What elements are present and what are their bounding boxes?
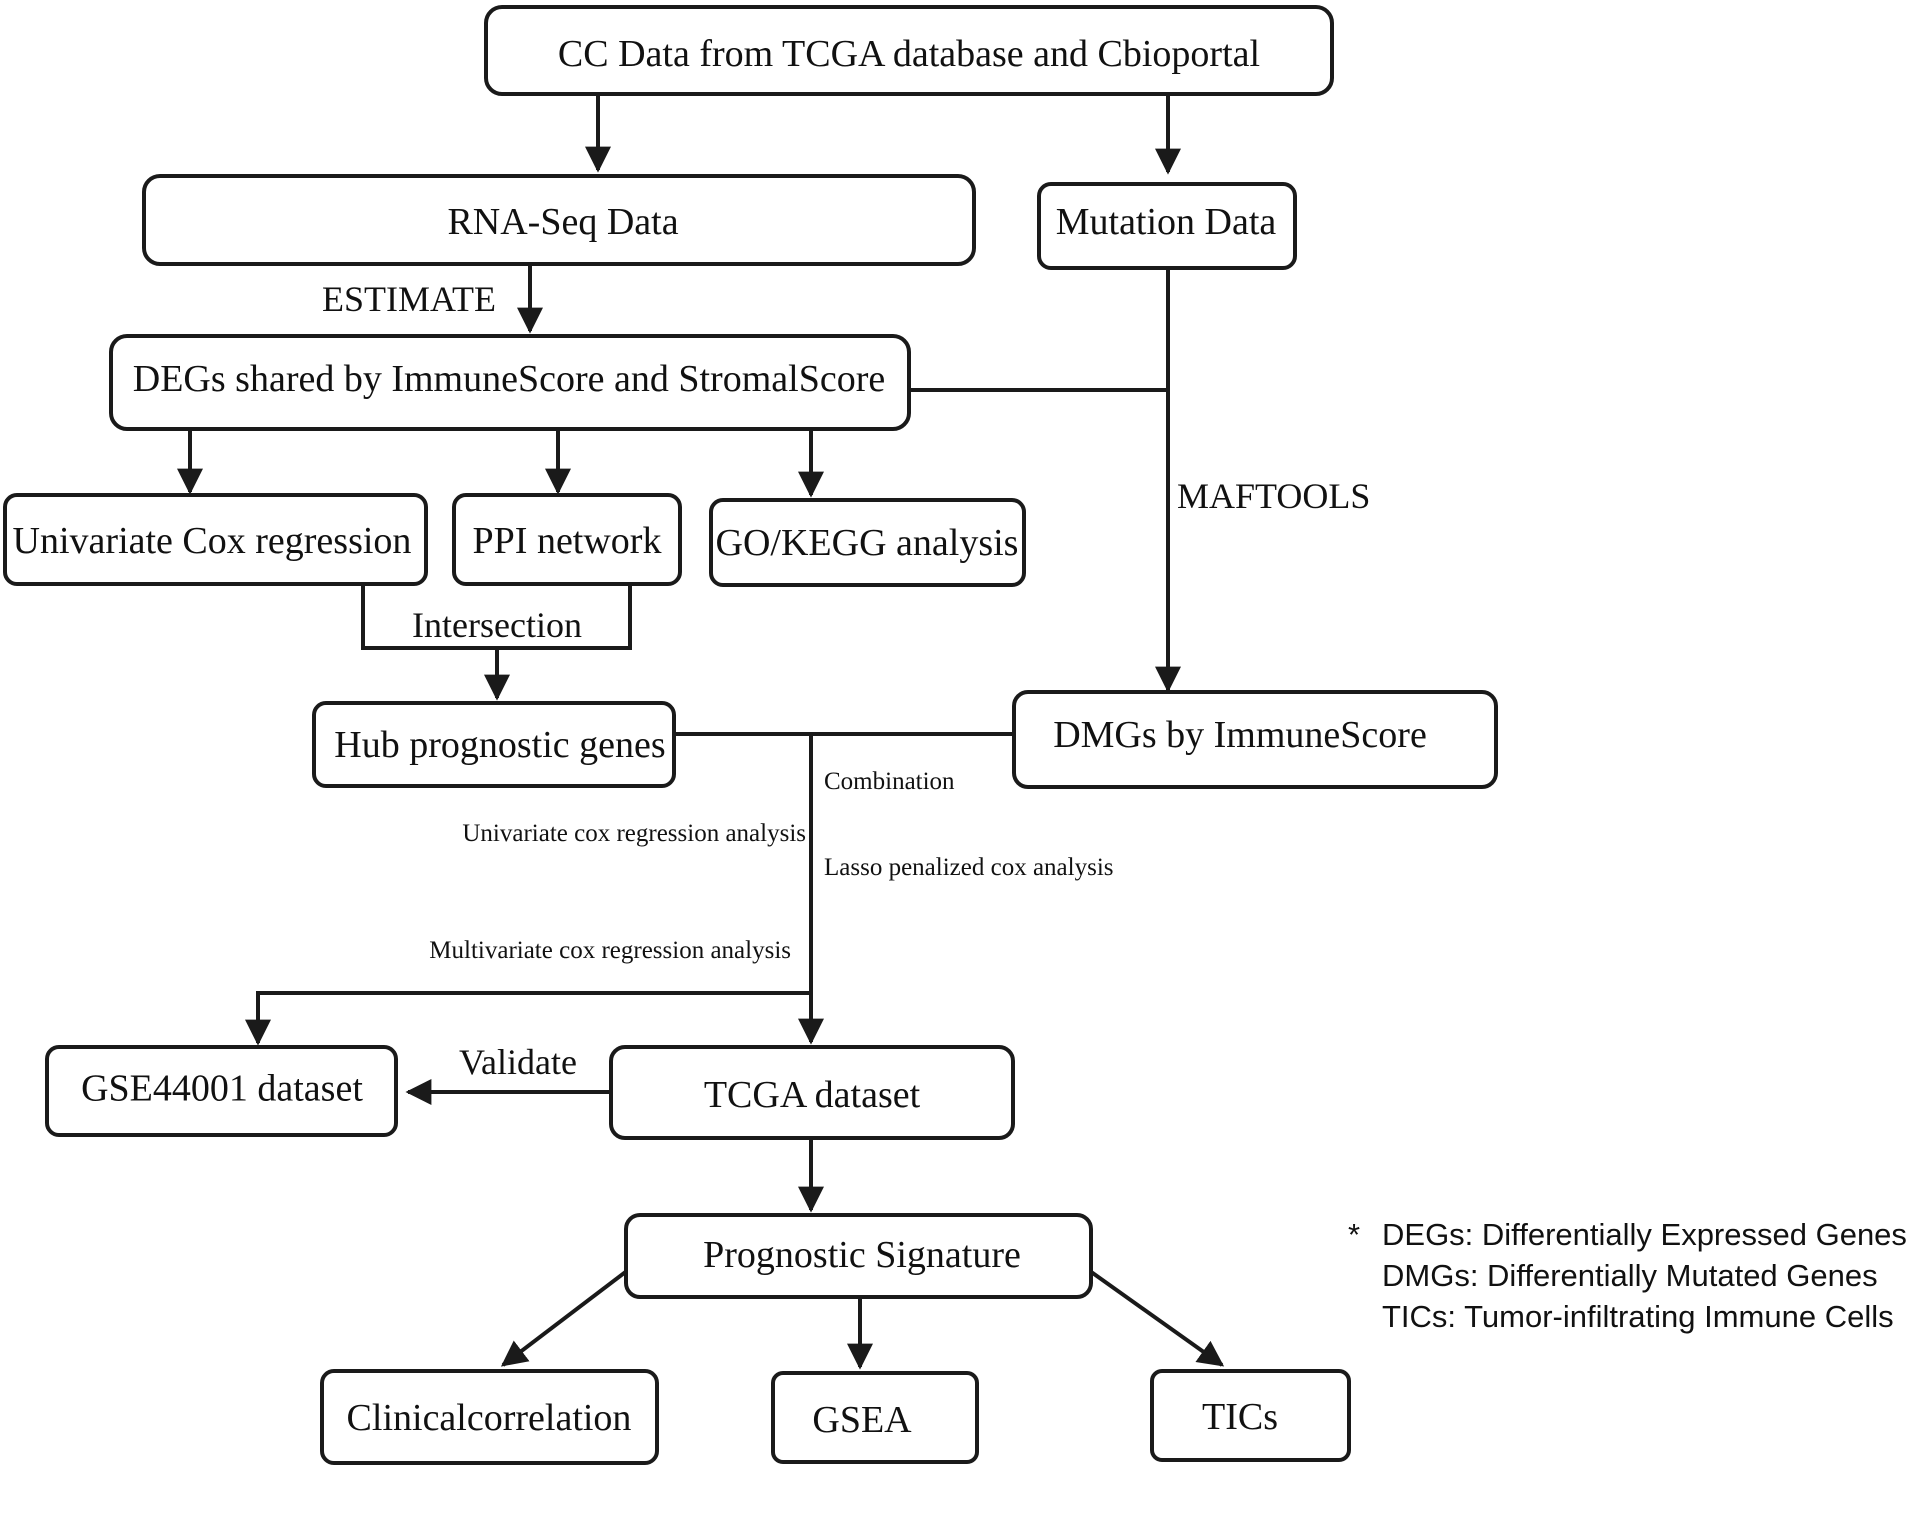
footnote-line-dmgs: DMGs: Differentially Mutated Genes bbox=[1382, 1258, 1878, 1293]
label-univariate: Univariate cox regression analysis bbox=[462, 820, 806, 847]
svg-text:Clinicalcorrelation: Clinicalcorrelation bbox=[347, 1397, 632, 1439]
label-maftools: MAFTOOLS bbox=[1177, 476, 1370, 516]
svg-text:GSE44001 dataset: GSE44001 dataset bbox=[81, 1068, 363, 1110]
node-gsea: GSEA bbox=[771, 1371, 979, 1464]
svg-text:CC Data from TCGA database and: CC Data from TCGA database and Cbioporta… bbox=[558, 33, 1260, 75]
label-lasso: Lasso penalized cox analysis bbox=[824, 854, 1114, 881]
label-combination: Combination bbox=[824, 768, 955, 795]
node-dmgs: DMGs by ImmuneScore bbox=[1012, 690, 1498, 789]
node-gokegg: GO/KEGG analysis bbox=[709, 498, 1026, 587]
footnote-marker: * bbox=[1348, 1217, 1360, 1252]
node-hub: Hub prognostic genes bbox=[312, 701, 676, 788]
svg-text:Hub prognostic genes: Hub prognostic genes bbox=[334, 724, 665, 766]
svg-text:TICs: TICs bbox=[1202, 1396, 1278, 1438]
svg-text:Univariate Cox regression: Univariate Cox regression bbox=[13, 520, 412, 562]
node-tcga: TCGA dataset bbox=[609, 1045, 1015, 1140]
footnote-line-degs: DEGs: Differentially Expressed Genes bbox=[1382, 1217, 1907, 1252]
svg-text:TCGA dataset: TCGA dataset bbox=[704, 1074, 921, 1116]
svg-text:RNA-Seq Data: RNA-Seq Data bbox=[447, 201, 678, 243]
label-multivariate: Multivariate cox regression analysis bbox=[429, 937, 791, 964]
footnote-line-tics: TICs: Tumor-infiltrating Immune Cells bbox=[1382, 1299, 1894, 1334]
edges bbox=[177, 94, 1225, 1370]
node-unicox: Univariate Cox regression bbox=[3, 493, 428, 586]
label-estimate: ESTIMATE bbox=[322, 279, 496, 319]
footnote: * DEGs: Differentially Expressed Genes D… bbox=[1348, 1217, 1907, 1334]
node-signature: Prognostic Signature bbox=[624, 1213, 1093, 1299]
label-validate: Validate bbox=[459, 1042, 577, 1082]
svg-text:DEGs shared by ImmuneScore and: DEGs shared by ImmuneScore and StromalSc… bbox=[133, 358, 885, 400]
svg-text:DMGs by ImmuneScore: DMGs by ImmuneScore bbox=[1053, 714, 1427, 756]
node-clinical: Clinicalcorrelation bbox=[320, 1369, 659, 1465]
edge-signature-tics bbox=[1078, 1262, 1225, 1367]
node-gse: GSE44001 dataset bbox=[45, 1045, 398, 1137]
edge-signature-clinical bbox=[500, 1262, 638, 1367]
node-tics: TICs bbox=[1150, 1369, 1351, 1462]
svg-text:GSEA: GSEA bbox=[812, 1399, 912, 1441]
svg-text:PPI network: PPI network bbox=[473, 520, 662, 562]
node-mutation: Mutation Data bbox=[1037, 182, 1297, 270]
svg-text:Mutation Data: Mutation Data bbox=[1056, 201, 1277, 243]
node-source: CC Data from TCGA database and Cbioporta… bbox=[484, 5, 1334, 96]
node-degs: DEGs shared by ImmuneScore and StromalSc… bbox=[109, 334, 911, 431]
svg-text:Prognostic Signature: Prognostic Signature bbox=[703, 1234, 1021, 1276]
svg-text:GO/KEGG analysis: GO/KEGG analysis bbox=[716, 522, 1019, 564]
edge-trunk-gse bbox=[245, 991, 811, 1046]
node-rnaseq: RNA-Seq Data bbox=[142, 174, 976, 266]
node-ppi: PPI network bbox=[452, 493, 682, 586]
label-intersection: Intersection bbox=[412, 605, 582, 645]
